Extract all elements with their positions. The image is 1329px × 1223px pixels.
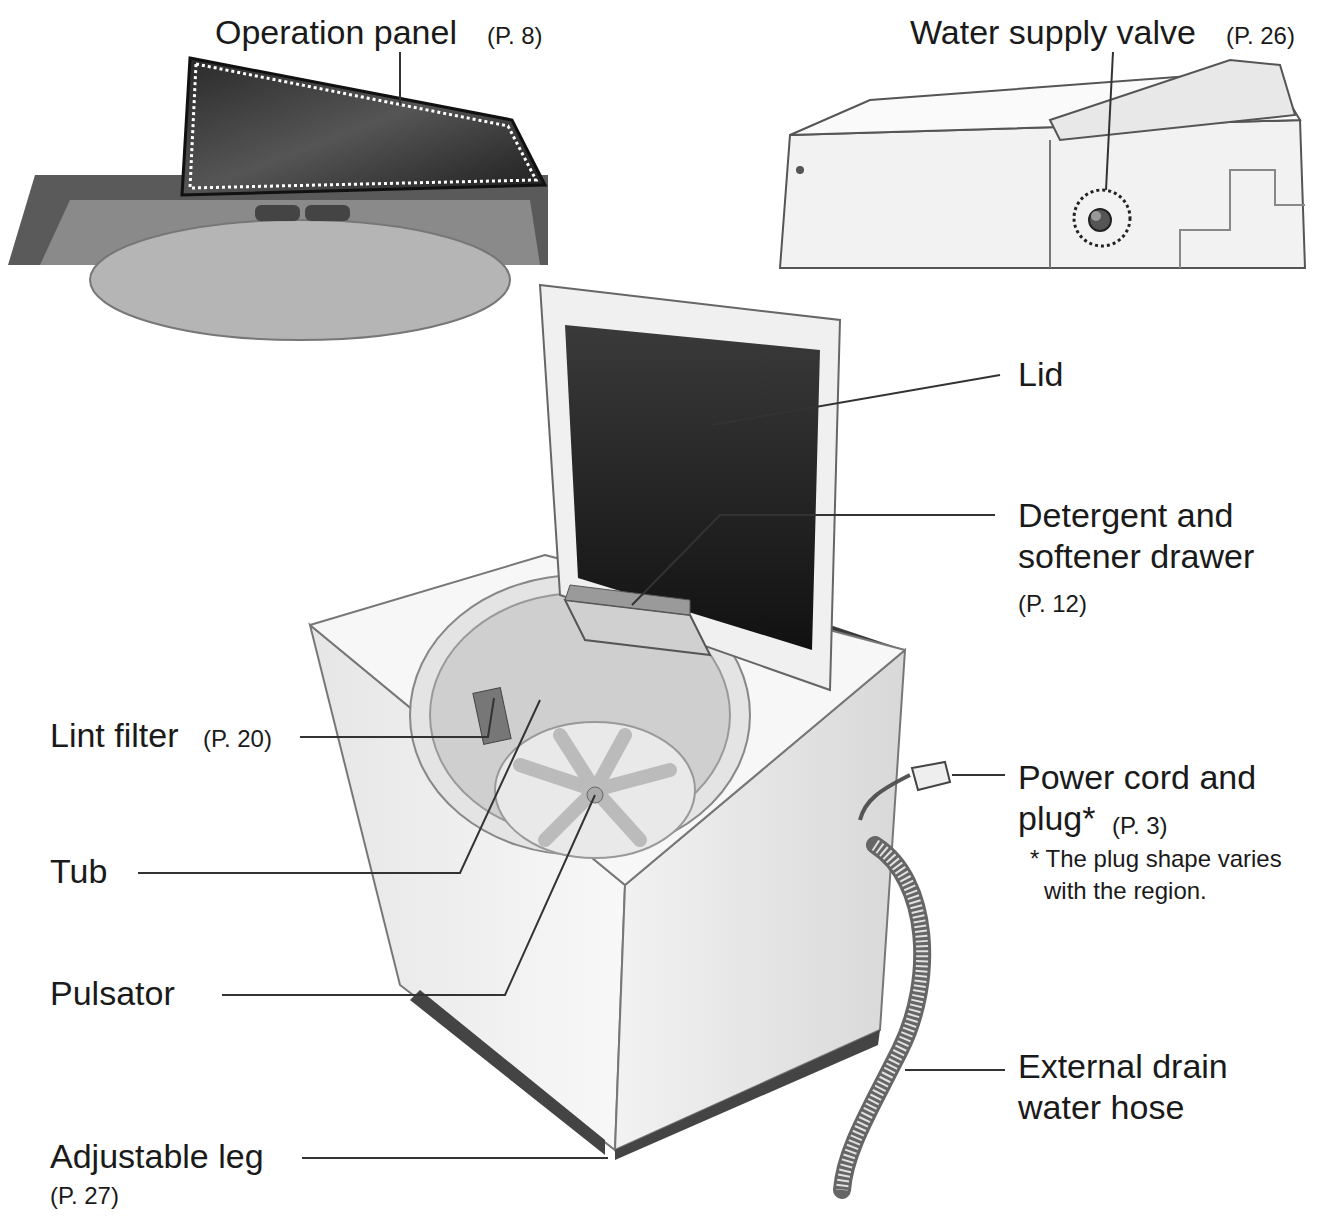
leader-line [222,795,595,995]
part-name: Lid [1018,354,1138,395]
lid-window [565,325,820,650]
drawer-compartment [565,585,690,615]
leader-line [712,375,1000,425]
inset-button [305,205,350,221]
inset-back-cover [1180,170,1305,268]
part-name: External drain water hose [1018,1046,1298,1128]
part-name: Lint filter [50,715,210,756]
leader-line [138,700,540,873]
inset-tub-opening [90,220,510,340]
water-valve-nozzle [1091,211,1101,221]
leader-line [632,515,995,605]
lid-shape [540,285,840,690]
footnote: * The plug shape varies with the region. [1030,843,1284,908]
inset-screw [796,166,804,174]
power-cord [860,775,910,820]
page-reference: (P. 20) [203,725,303,754]
inset-lid-edge [1050,60,1295,140]
part-name: Adjustable leg [50,1136,310,1177]
part-name: Water supply valve [910,12,1230,53]
panel-dashed-outline [190,64,536,188]
part-name: Detergent and softener drawer [1018,495,1308,577]
page-reference: (P. 27) [50,1182,150,1211]
leader-line [300,698,494,737]
leader-line [905,1069,1005,1071]
drain-hose [842,845,922,1190]
operation-panel-shape [182,58,545,195]
leader-line [399,52,401,105]
leader-line [952,774,1005,776]
part-name: Operation panel [215,12,515,53]
cabinet-base [410,990,605,1155]
page-reference: (P. 12) [1018,590,1118,619]
plug-shape [912,762,950,790]
inset-machine-back [780,120,1305,268]
page-reference: (P. 3) [1112,812,1202,841]
drain-hose-ribs [842,845,922,1190]
inset-button [255,205,300,221]
leader-line [1106,52,1113,190]
pulsator-vanes [520,735,670,840]
valve-dashed-circle [1074,190,1130,246]
page-reference: (P. 8) [487,22,577,51]
cabinet-base [615,1030,880,1160]
leader-line [302,1157,608,1159]
page-reference: (P. 26) [1226,22,1326,51]
part-name: Pulsator [50,973,250,1014]
pulsator-shape [495,722,695,858]
part-name: Tub [50,851,170,892]
water-valve-shape [1089,209,1111,231]
inset-panel-seam [1049,140,1051,268]
